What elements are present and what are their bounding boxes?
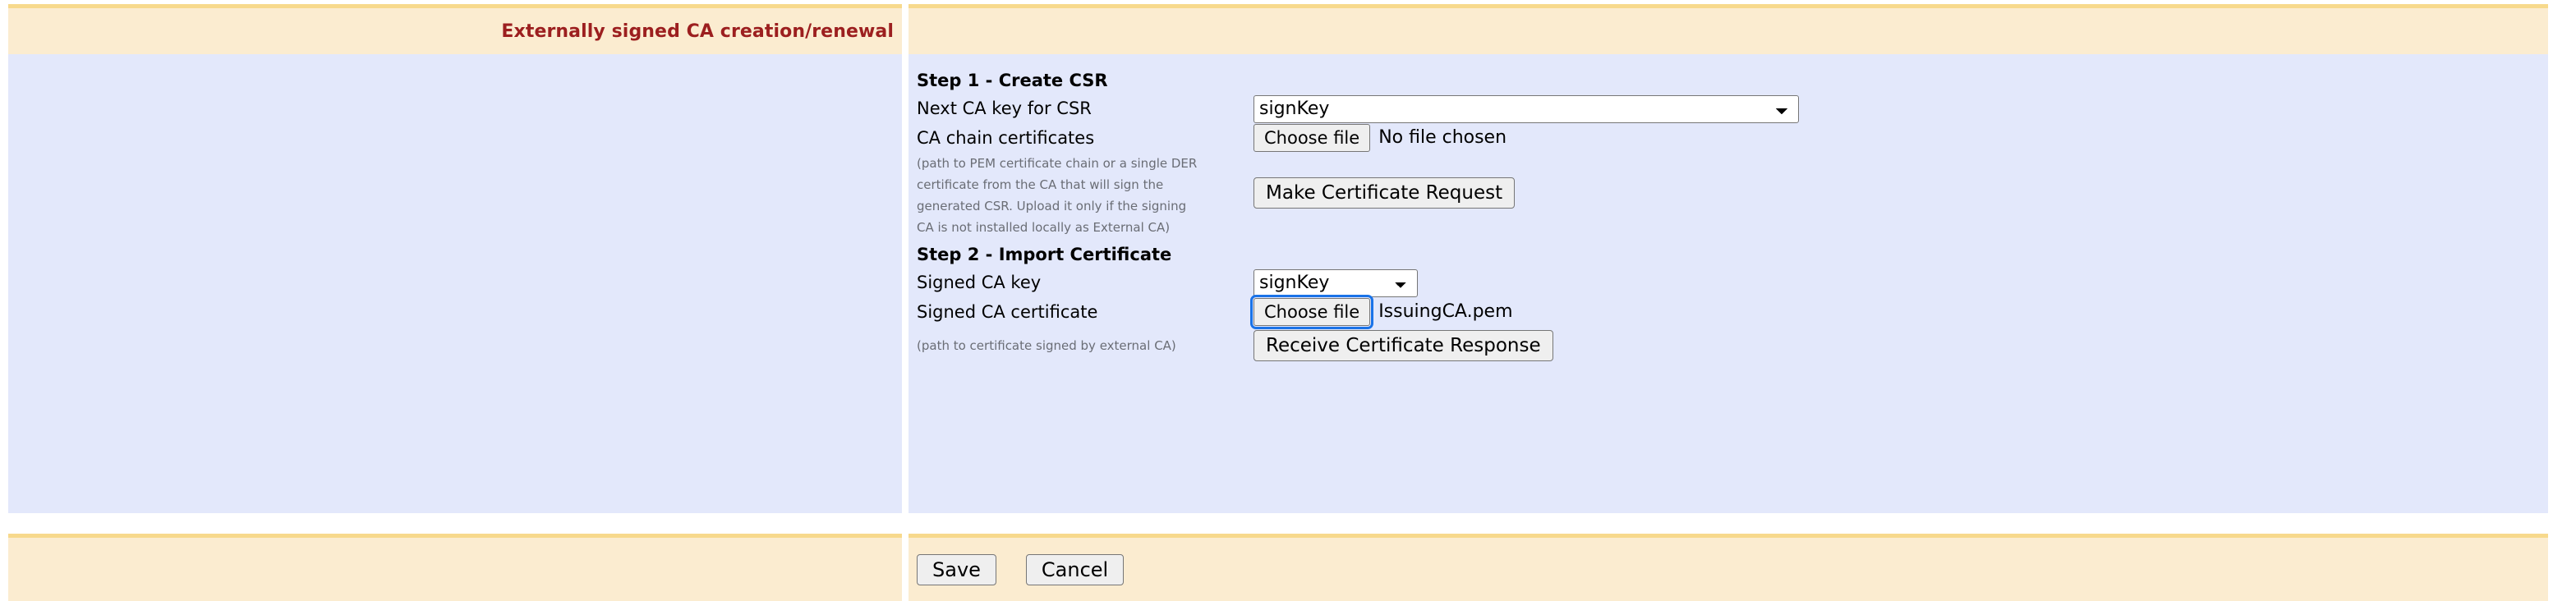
step1-key-label: Next CA key for CSR [917, 99, 1092, 118]
ca-chain-choose-file-button[interactable]: Choose file [1254, 124, 1371, 152]
signed-ca-cert-file-status: IssuingCA.pem [1378, 301, 1513, 322]
step1-help-line-1: (path to PEM certificate chain or a sing… [917, 156, 1198, 171]
main-left-spacer-cell [8, 54, 902, 513]
footer-left-cell [8, 534, 902, 601]
header-right-cell [908, 4, 2548, 54]
main-column-divider [902, 54, 908, 513]
form-panel: Step 1 - Create CSR Next CA key for CSR … [908, 54, 2548, 513]
page-title: Externally signed CA creation/renewal [501, 21, 894, 42]
step2-key-control-cell: signKey [1254, 268, 2548, 297]
receive-certificate-response-button[interactable]: Receive Certificate Response [1254, 330, 1553, 361]
step2-heading: Step 2 - Import Certificate [917, 245, 1172, 264]
step2-cert-control-cell: Choose file IssuingCA.pem [1249, 295, 2548, 329]
signed-ca-key-select[interactable]: signKey [1254, 268, 1418, 297]
footer-actions: Save Cancel [908, 534, 2548, 601]
footer-spacer [8, 513, 2548, 534]
form-grid: Step 1 - Create CSR Next CA key for CSR … [917, 64, 2548, 365]
header-column-divider [902, 4, 908, 54]
step1-heading: Step 1 - Create CSR [917, 71, 1108, 90]
save-button[interactable]: Save [917, 553, 996, 585]
step1-help-text: (path to PEM certificate chain or a sing… [917, 153, 1245, 238]
step1-chain-label: CA chain certificates [917, 128, 1095, 148]
footer-column-divider [902, 534, 908, 601]
make-certificate-request-button[interactable]: Make Certificate Request [1254, 177, 1516, 209]
page-header: Externally signed CA creation/renewal [8, 4, 2548, 54]
step1-help-line-4: CA is not installed locally as External … [917, 220, 1171, 235]
step1-chain-control-cell: Choose file No file chosen [1254, 123, 2548, 153]
ca-chain-file-input[interactable]: Choose file No file chosen [1254, 123, 1506, 153]
header-title-cell: Externally signed CA creation/renewal [8, 4, 902, 54]
step1-key-control-cell: signKey [1254, 94, 2548, 123]
step2-submit-cell: Receive Certificate Response [1254, 327, 2548, 365]
signed-ca-cert-choose-file-button[interactable]: Choose file [1249, 295, 1374, 329]
signed-ca-cert-file-input[interactable]: Choose file IssuingCA.pem [1249, 295, 1513, 329]
step2-cert-label: Signed CA certificate [917, 302, 1098, 322]
next-ca-key-select[interactable]: signKey [1254, 94, 1799, 123]
main-content: Step 1 - Create CSR Next CA key for CSR … [8, 54, 2548, 513]
step1-submit-cell: Make Certificate Request [1254, 172, 2548, 218]
step1-help-line-2: certificate from the CA that will sign t… [917, 177, 1164, 192]
step2-help-text: (path to certificate signed by external … [917, 335, 1245, 356]
step1-help-line-3: generated CSR. Upload it only if the sig… [917, 199, 1187, 213]
step2-help-line-1: (path to certificate signed by external … [917, 338, 1176, 353]
page-footer: Save Cancel [8, 534, 2548, 601]
cancel-button[interactable]: Cancel [1025, 553, 1125, 585]
ca-chain-file-status: No file chosen [1378, 127, 1507, 148]
step2-key-label: Signed CA key [917, 273, 1042, 292]
